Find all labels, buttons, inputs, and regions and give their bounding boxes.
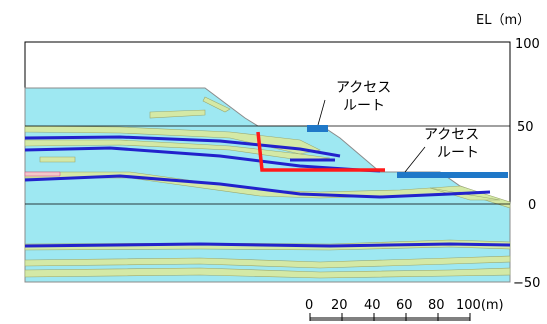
scale-label-0: 0 [305,298,313,313]
weak-layers [24,96,511,279]
access-route-left-line1: アクセス [336,80,391,96]
scale-label-20: 20 [331,298,348,313]
scale-label-100: 100(m) [456,298,504,313]
access-route-right-marker [397,172,508,178]
access-route-left-marker [307,125,328,132]
access-route-right-line1: アクセス [424,127,479,143]
leader-line-left [317,99,326,126]
cut-line [256,131,385,172]
scale-bar [309,313,471,321]
elevation-axis-unit: EL（m） [476,13,530,28]
elevation-tick-minus50: −50 [513,276,540,291]
leader-line-right [404,146,426,173]
elevation-tick-0: 0 [528,198,536,213]
access-route-left-line2: ルート [343,98,385,114]
elevation-tick-100: 100 [515,37,540,52]
scale-label-40: 40 [364,298,381,313]
scale-label-80: 80 [428,298,445,313]
elevation-tick-50: 50 [517,120,534,135]
lens-pink [24,171,61,177]
scale-label-60: 60 [396,298,413,313]
rock-body [24,87,511,283]
access-route-right-line2: ルート [437,145,479,161]
